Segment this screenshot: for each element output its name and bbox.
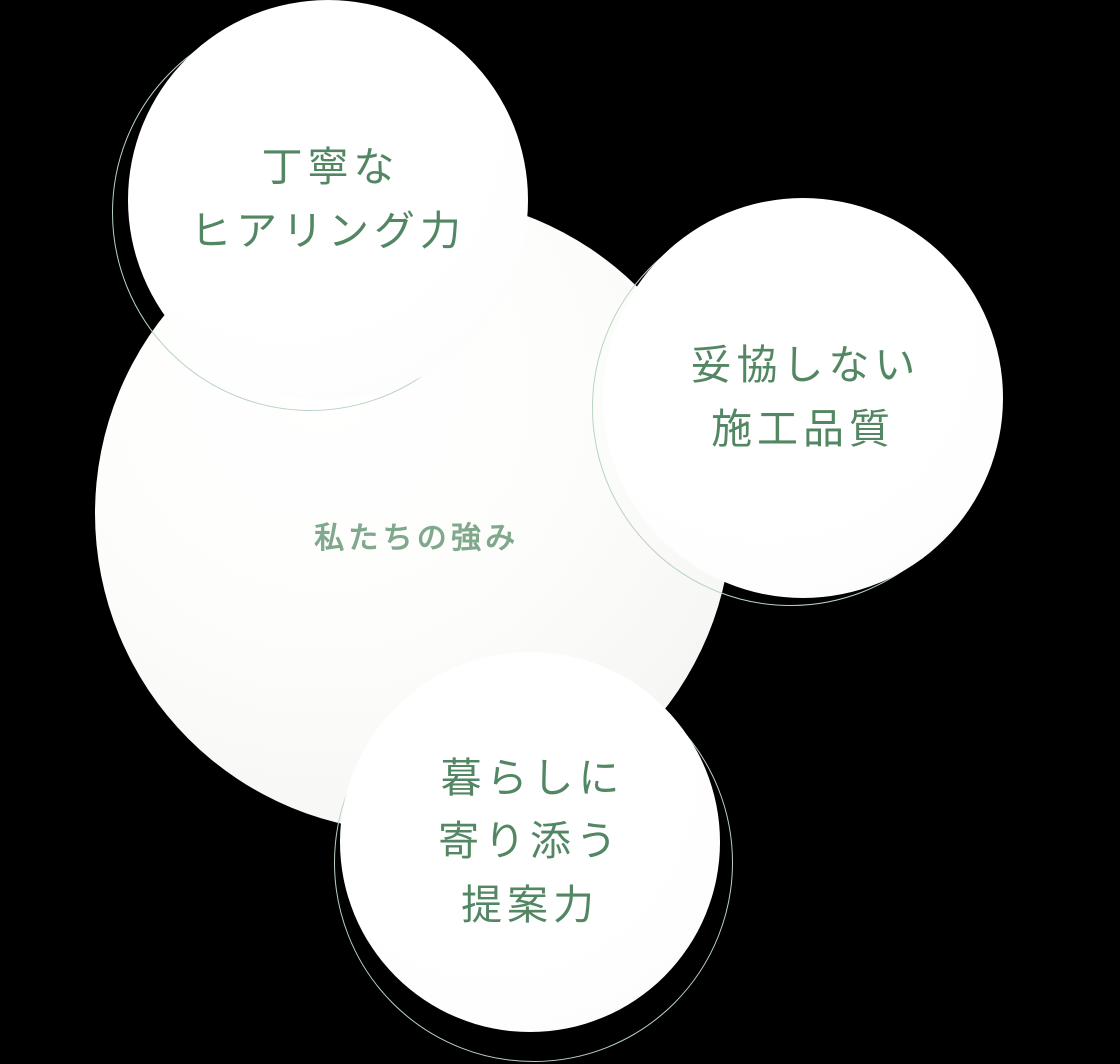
circle-hearing[interactable]: 丁寧な ヒアリング力: [128, 0, 528, 400]
circle-label-proposal: 暮らしに 寄り添う 提案力: [438, 754, 625, 928]
center-label-strengths: 私たちの強み: [314, 522, 520, 555]
circle-quality[interactable]: 妥協しない 施工品質: [603, 198, 1003, 598]
circle-label-quality: 妥協しない 施工品質: [690, 342, 921, 452]
circle-label-hearing: 丁寧な ヒアリング力: [190, 144, 466, 254]
circle-proposal[interactable]: 暮らしに 寄り添う 提案力: [340, 652, 720, 1032]
